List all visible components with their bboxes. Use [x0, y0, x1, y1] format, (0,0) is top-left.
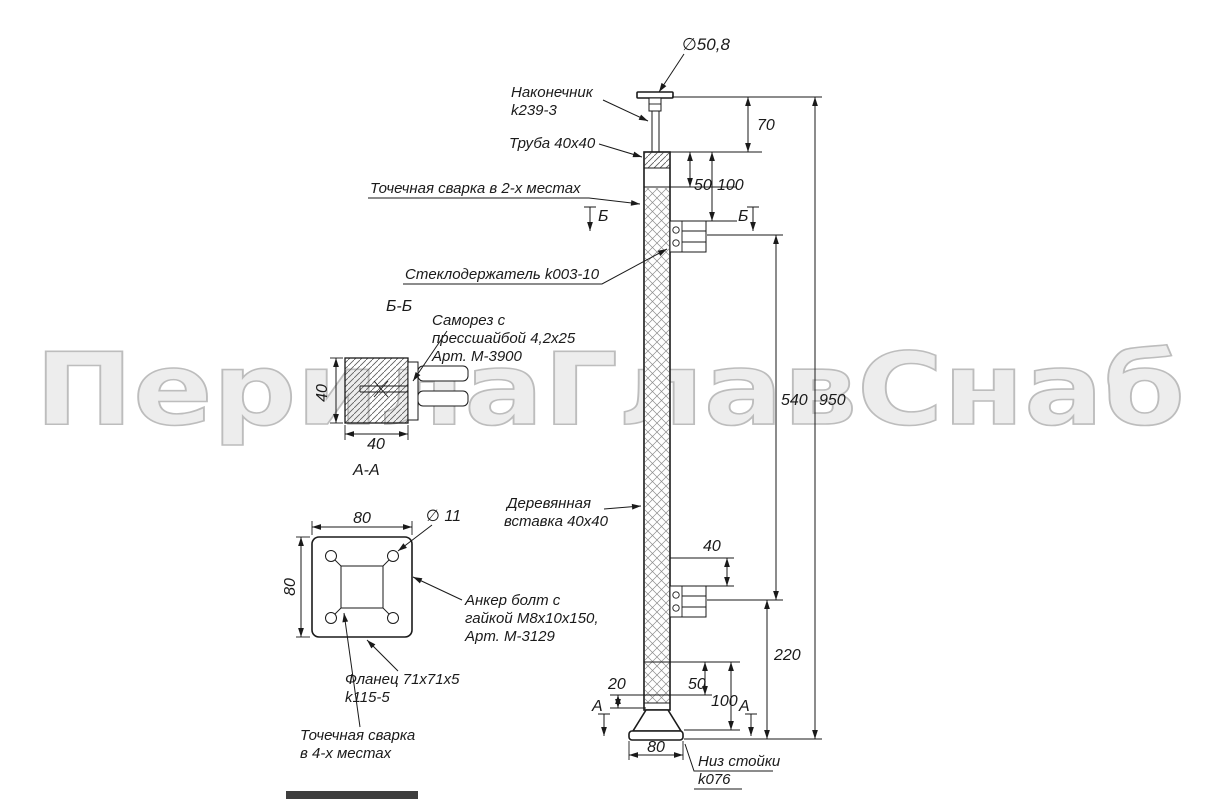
callout-flange-line1: Фланец 71х71х5: [345, 671, 460, 688]
callout-tip-line2: k239-3: [511, 102, 558, 119]
dim-text-70: 70: [757, 117, 775, 134]
dim-text-bb-40-left: 40: [314, 384, 331, 402]
callout-flange-line2: k115-5: [345, 689, 390, 706]
aa-bolt-hole: [325, 612, 337, 624]
wood-insert-hatch: [645, 188, 669, 703]
dim-text-50-top: 50: [694, 177, 712, 194]
dim-text-50-bottom: 50: [688, 676, 706, 693]
aa-weld-tick: [382, 559, 390, 567]
watermark: ПерилаГлавСнаб: [35, 331, 1185, 448]
callout-spot-weld-2: Точечная сварка в 2-х местах: [370, 180, 581, 197]
callout-hole-diameter: ∅ 11: [426, 508, 461, 525]
bb-clamp-plate: [407, 361, 419, 421]
callouts: ∅50,8 Наконечник k239-3 Труба 40х40 Точе…: [368, 35, 781, 790]
aa-bolt-hole: [387, 612, 399, 624]
cap-rod: [651, 110, 660, 153]
aa-weld-tick: [382, 607, 390, 615]
section-mark-a-right: А: [738, 698, 750, 715]
aa-weld-tick: [334, 559, 342, 567]
callout-anchor-line1: Анкер болт с: [464, 592, 561, 609]
bb-clamp-jaw-bottom: [417, 390, 469, 407]
callout-spot4-line2: в 4-х местах: [300, 745, 392, 762]
section-bb-title: Б-Б: [386, 298, 412, 315]
section-aa-title: А-А: [352, 462, 380, 479]
dim-text-540: 540: [781, 392, 808, 409]
post-assembly: [628, 91, 707, 741]
bb-wood-square: [344, 357, 409, 424]
callout-bottom-line2: k076: [698, 771, 731, 788]
dim-text-40-holder: 40: [703, 538, 721, 555]
callout-screw-line2: прессшайбой 4,2х25: [432, 330, 576, 347]
artifact-bar: [286, 791, 418, 799]
callout-spot4-line1: Точечная сварка: [300, 727, 415, 744]
callout-glass-holder: Стеклодержатель k003-10: [405, 266, 600, 283]
dim-text-220: 220: [773, 647, 801, 664]
dim-text-aa-80-top: 80: [353, 510, 371, 527]
callout-anchor-line3: Арт. М-3129: [464, 628, 556, 645]
callout-wood-line2: вставка 40х40: [504, 513, 609, 530]
callout-screw-line3: Арт. М-3900: [431, 348, 523, 365]
bb-screw-cross-icon: [373, 380, 389, 398]
dim-text-bb-40-bottom: 40: [367, 436, 385, 453]
base-skirt: [631, 709, 683, 732]
cap-plate: [636, 91, 674, 99]
dimensions-right: 70 50 100 540 950 40 220 50 100 20 80: [607, 96, 846, 760]
callout-tube: Труба 40х40: [509, 135, 596, 152]
holder-screw-icon: [672, 604, 680, 612]
callout-anchor-line2: гайкой М8х10х150,: [465, 610, 599, 627]
bb-clamp-jaw-top: [417, 365, 469, 382]
callout-diameter-top: ∅50,8: [682, 35, 730, 54]
section-bb-detail: Б-Б 40 40 Саморез с прессшайбой 4,2х25 А…: [314, 298, 576, 453]
callout-wood-line1: Деревянная: [505, 495, 591, 512]
holder-screw-icon: [672, 591, 680, 599]
aa-tube-square: [340, 565, 384, 609]
aa-bolt-hole: [325, 550, 337, 562]
section-mark-a-left: А: [591, 698, 603, 715]
section-mark-b-left: Б: [598, 208, 608, 225]
section-aa-detail: А-А 80 80 ∅ 11 Анкер болт с гайкой М8х10…: [282, 462, 599, 762]
aa-bolt-hole: [387, 550, 399, 562]
section-marks: Б Б А А: [584, 206, 759, 736]
holder-screw-icon: [672, 226, 680, 234]
dim-text-950: 950: [819, 392, 846, 409]
glass-holder-upper: [669, 220, 707, 253]
cap-collar: [648, 97, 662, 112]
dim-text-100-bottom: 100: [711, 693, 738, 710]
tube-top-weld-section: [643, 151, 671, 169]
dim-text-100-top: 100: [717, 177, 744, 194]
base-plate: [628, 730, 684, 741]
dim-text-aa-80-left: 80: [282, 578, 299, 596]
section-mark-b-right: Б: [738, 208, 748, 225]
glass-holder-lower: [669, 585, 707, 618]
dim-text-20: 20: [607, 676, 626, 693]
callout-screw-line1: Саморез с: [432, 312, 506, 329]
callout-tip-line1: Наконечник: [511, 84, 594, 101]
aa-weld-tick: [334, 607, 342, 615]
callout-bottom-line1: Низ стойки: [698, 753, 781, 770]
dim-text-80-base: 80: [647, 739, 665, 756]
holder-screw-icon: [672, 239, 680, 247]
